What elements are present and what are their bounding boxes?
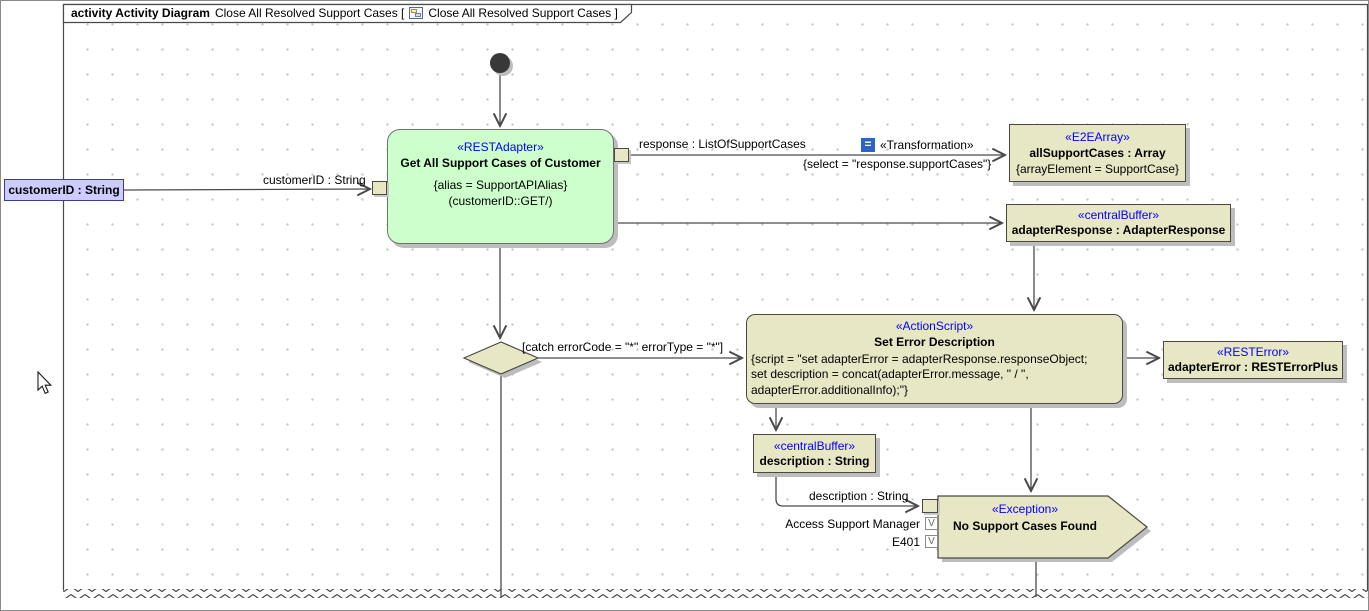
edge-label-select-tag[interactable]: {select = "response.supportCases"} bbox=[803, 157, 992, 171]
parameter-label: customerID : String bbox=[8, 183, 120, 197]
tag-array-element: {arrayElement = SupportCase} bbox=[1015, 162, 1180, 176]
transformation-equals-icon[interactable]: = bbox=[861, 138, 875, 152]
buffer-name: adapterResponse : AdapterResponse bbox=[1011, 223, 1226, 237]
script-text: {script = "set adapterError = adapterRes… bbox=[747, 352, 1091, 398]
stereotype-label: «E2EArray» bbox=[1065, 130, 1130, 144]
frame-title-keyword: activity Activity Diagram bbox=[71, 6, 210, 20]
stereotype-label: «centralBuffer» bbox=[1077, 208, 1160, 222]
frame-title-diagram-name: Close All Resolved Support Cases ] bbox=[428, 6, 618, 20]
stereotype-label: «ActionScript» bbox=[895, 319, 974, 333]
frame-border bbox=[63, 3, 1368, 590]
edge-label-catch-guard[interactable]: [catch errorCode = "*" errorType = "*"] bbox=[522, 340, 724, 354]
central-buffer-adapter-response[interactable]: «centralBuffer» adapterResponse : Adapte… bbox=[1006, 204, 1231, 242]
edge-label-description[interactable]: description : String bbox=[809, 489, 909, 503]
exception-name: No Support Cases Found bbox=[953, 519, 1097, 533]
pin-label-e401[interactable]: E401 bbox=[891, 535, 920, 549]
script-line: set description = concat(adapterError.me… bbox=[751, 367, 1029, 382]
input-pin-customerid[interactable] bbox=[372, 181, 387, 195]
edge-description-to-exception[interactable] bbox=[775, 473, 918, 506]
action-set-error-description[interactable]: «ActionScript» Set Error Description {sc… bbox=[746, 314, 1123, 404]
edge-label-customerid[interactable]: customerID : String bbox=[263, 173, 366, 187]
exception-node[interactable] bbox=[937, 495, 1148, 559]
script-line: adapterError.additionalInfo);"} bbox=[751, 382, 909, 397]
frame-title-text: Close All Resolved Support Cases [ bbox=[214, 6, 405, 20]
pin-label-access-support-manager[interactable]: Access Support Manager bbox=[785, 517, 920, 531]
script-line: {script = "set adapterError = adapterRes… bbox=[751, 352, 1088, 366]
object-adapter-error[interactable]: «RESTError» adapterError : RESTErrorPlus bbox=[1163, 341, 1343, 379]
activity-parameter-customerid[interactable]: customerID : String bbox=[4, 179, 124, 201]
object-name: allSupportCases : Array bbox=[1029, 146, 1166, 160]
edge-label-response[interactable]: response : ListOfSupportCases bbox=[639, 137, 806, 151]
stereotype-label: «RESTError» bbox=[1216, 345, 1290, 359]
action-rest-adapter[interactable]: «RESTAdapter» Get All Support Cases of C… bbox=[387, 129, 614, 244]
decision-node[interactable] bbox=[462, 341, 540, 375]
grid-background bbox=[63, 4, 1368, 593]
edge-label-transformation[interactable]: «Transformation» bbox=[880, 138, 974, 152]
object-name: adapterError : RESTErrorPlus bbox=[1167, 360, 1339, 374]
input-pin-description[interactable] bbox=[922, 499, 938, 513]
frame-torn-edge bbox=[63, 589, 1368, 598]
buffer-name: description : String bbox=[759, 453, 870, 468]
initial-node[interactable] bbox=[490, 53, 510, 73]
tag-alias: {alias = SupportAPIAlias} bbox=[433, 178, 568, 192]
mouse-cursor-icon bbox=[37, 370, 53, 395]
value-pin-e401[interactable]: V bbox=[925, 535, 938, 548]
stereotype-label: «centralBuffer» bbox=[773, 438, 856, 453]
stereotype-label: «RESTAdapter» bbox=[457, 140, 544, 154]
frame-title: activity Activity Diagram Close All Reso… bbox=[71, 6, 618, 20]
activity-diagram-icon bbox=[409, 7, 424, 19]
action-name: Set Error Description bbox=[874, 335, 995, 349]
central-buffer-description[interactable]: «centralBuffer» description : String bbox=[753, 434, 876, 473]
frame-title-tab bbox=[62, 3, 633, 24]
tag-call: (customerID::GET/) bbox=[448, 194, 553, 208]
stereotype-label: «Exception» bbox=[991, 502, 1059, 516]
exception-text: «Exception» No Support Cases Found bbox=[941, 501, 1109, 535]
edge-customerid-to-pin[interactable] bbox=[123, 189, 370, 190]
value-pin-manager[interactable]: V bbox=[925, 517, 938, 530]
object-all-support-cases[interactable]: «E2EArray» allSupportCases : Array {arra… bbox=[1009, 124, 1186, 182]
output-pin-response[interactable] bbox=[614, 148, 629, 162]
action-name: Get All Support Cases of Customer bbox=[400, 156, 601, 170]
